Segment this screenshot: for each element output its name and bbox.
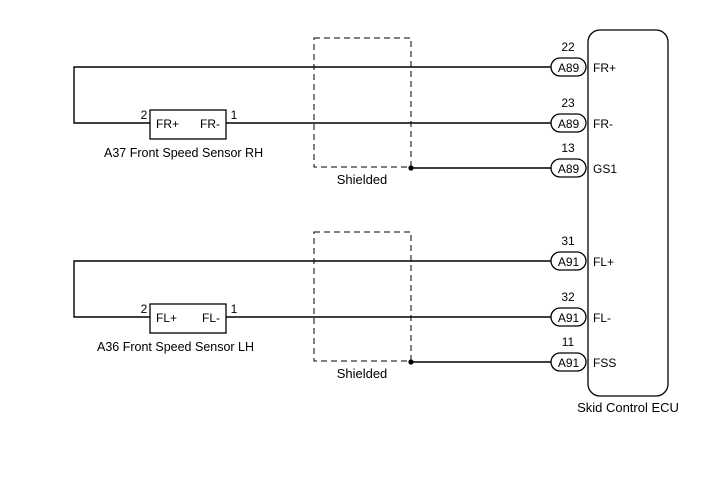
sensor-rh-term-left: FR+ <box>156 117 179 131</box>
pin-number: 32 <box>561 290 575 304</box>
sensor-rh-term-right: FR- <box>200 117 220 131</box>
ecu-pin-32: 32 A91 FL- <box>550 290 611 327</box>
rh-circuit: Shielded FR+ FR- 2 1 A37 Front Speed Sen… <box>73 37 551 187</box>
sensor-lh-label: A36 Front Speed Sensor LH <box>97 340 254 354</box>
sensor-rh-pin-right: 1 <box>231 108 238 122</box>
shield-label-rh: Shielded <box>337 172 388 187</box>
signal-name: FR+ <box>593 61 616 75</box>
sensor-lh-box <box>149 303 227 334</box>
ecu-pin-11: 11 A91 FSS <box>550 335 616 372</box>
connector-id: A89 <box>558 162 580 176</box>
ecu-body <box>587 29 669 397</box>
connector-id: A91 <box>558 311 580 325</box>
connector-id: A91 <box>558 356 580 370</box>
ecu-pin-23: 23 A89 FR- <box>550 96 613 133</box>
sensor-rh-pin-left: 2 <box>141 108 148 122</box>
connector-oval <box>550 251 587 271</box>
connector-oval <box>550 158 587 178</box>
connector-oval <box>550 307 587 327</box>
connector-oval <box>550 57 587 77</box>
shield-junction-rh <box>408 165 414 171</box>
lh-circuit: Shielded FL+ FL- 2 1 A36 Front Speed Sen… <box>73 231 551 381</box>
wire-fr-plus <box>73 66 551 124</box>
signal-name: FL+ <box>593 255 614 269</box>
signal-name: GS1 <box>593 162 617 176</box>
connector-id: A91 <box>558 255 580 269</box>
pin-number: 22 <box>561 40 575 54</box>
wire-fl-plus <box>73 260 551 318</box>
sensor-lh-term-right: FL- <box>202 311 220 325</box>
shield-junction-lh <box>408 359 414 365</box>
shield-box-lh <box>313 231 412 362</box>
sensor-lh-term-left: FL+ <box>156 311 177 325</box>
pin-number: 31 <box>561 234 575 248</box>
connector-oval <box>550 352 587 372</box>
connector-id: A89 <box>558 117 580 131</box>
signal-name: FL- <box>593 311 611 325</box>
ecu-pin-31: 31 A91 FL+ <box>550 234 614 271</box>
shield-box-rh <box>313 37 412 168</box>
sensor-lh-pin-right: 1 <box>231 302 238 316</box>
pin-number: 11 <box>562 335 575 349</box>
sensor-rh-label: A37 Front Speed Sensor RH <box>104 146 263 160</box>
connector-id: A89 <box>558 61 580 75</box>
signal-name: FR- <box>593 117 613 131</box>
pin-number: 23 <box>561 96 575 110</box>
sensor-rh-box <box>149 109 227 140</box>
ecu-pin-22: 22 A89 FR+ <box>550 40 616 77</box>
connector-oval <box>550 113 587 133</box>
signal-name: FSS <box>593 356 616 370</box>
ecu-label: Skid Control ECU <box>577 400 679 415</box>
pin-number: 13 <box>561 141 575 155</box>
sensor-lh-pin-left: 2 <box>141 302 148 316</box>
shield-label-lh: Shielded <box>337 366 388 381</box>
ecu-pin-13: 13 A89 GS1 <box>550 141 617 178</box>
